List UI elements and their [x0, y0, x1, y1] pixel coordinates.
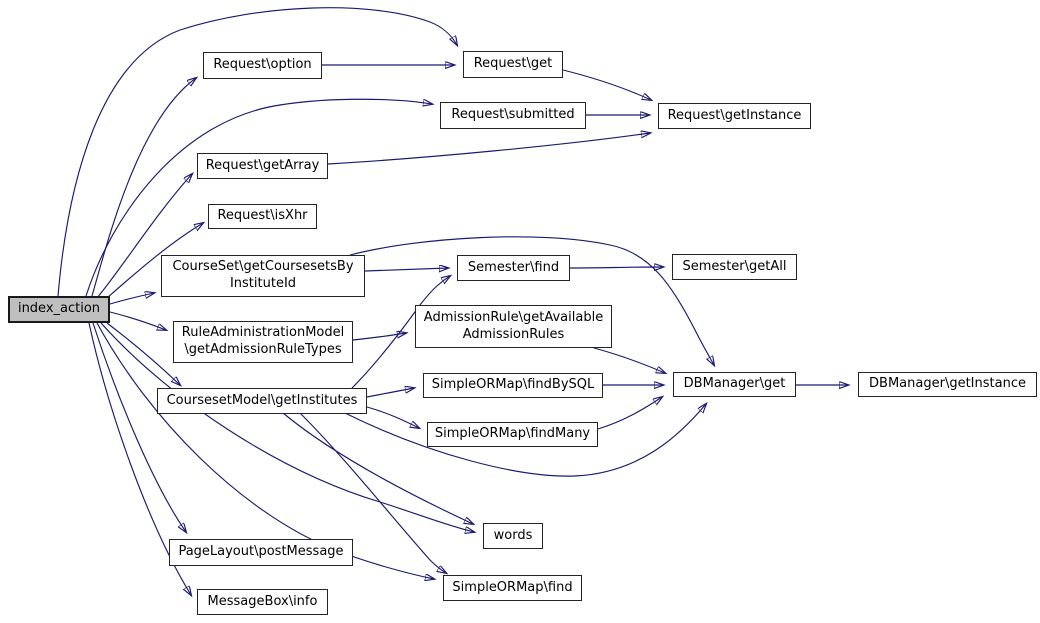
edge-coursesetmodel-getinstitutes-to-simpleormap-findbysql — [366, 388, 414, 398]
node-label: AdmissionRule\getAvailable — [423, 309, 604, 325]
edge-courseset-getcoursesetsbyinstituteid-to-semester-find — [364, 268, 448, 271]
node-ruleadministrationmodel-getadmissionruletypes[interactable]: RuleAdministrationModel\getAdmissionRule… — [173, 321, 353, 363]
node-label: PageLayout\postMessage — [178, 544, 344, 560]
node-request-submitted[interactable]: Request\submitted — [440, 102, 586, 129]
node-label: SimpleORMap\findBySQL — [431, 377, 595, 393]
edge-coursesetmodel-getinstitutes-to-simpleormap-find — [299, 412, 446, 573]
node-request-getarray[interactable]: Request\getArray — [197, 153, 328, 179]
node-label: DBManager\getInstance — [869, 376, 1026, 392]
node-label: RuleAdministrationModel — [181, 325, 345, 341]
edge-index-action-to-words — [100, 322, 474, 532]
node-label: Request\get — [473, 56, 553, 72]
edge-index-action-to-request-isxhr — [99, 223, 203, 305]
edge-index-action-to-coursesetmodel-getinstitutes — [106, 322, 180, 385]
edge-index-action-to-request-getarray — [96, 174, 192, 299]
node-request-isxhr[interactable]: Request\isXhr — [208, 204, 317, 229]
node-label: index_action — [17, 301, 101, 317]
edge-index-action-to-ruleadministrationmodel-getadmissionruletypes — [109, 311, 166, 330]
node-request-getinstance[interactable]: Request\getInstance — [658, 103, 811, 129]
node-index-action[interactable]: index_action — [8, 296, 110, 323]
node-label: Semester\find — [467, 259, 560, 275]
edge-ruleadministrationmodel-getadmissionruletypes-to-admissionrule-getavailableadmissionrules — [352, 333, 406, 341]
node-label: AdmissionRules — [462, 326, 565, 342]
node-label: Request\option — [213, 57, 312, 73]
node-label: SimpleORMap\find — [452, 579, 573, 595]
node-pagelayout-postmessage[interactable]: PageLayout\postMessage — [169, 539, 353, 566]
node-messagebox-info[interactable]: MessageBox\info — [197, 589, 328, 615]
edge-index-action-to-request-submitted — [85, 98, 432, 297]
edge-index-action-to-simpleormap-find — [96, 322, 434, 579]
edge-request-getarray-to-request-getinstance — [327, 133, 650, 165]
edge-index-action-to-request-get — [57, 7, 457, 297]
node-request-get[interactable]: Request\get — [463, 51, 563, 78]
edge-coursesetmodel-getinstitutes-to-words — [282, 412, 473, 524]
node-simpleormap-findmany[interactable]: SimpleORMap\findMany — [427, 422, 598, 447]
edge-index-action-to-courseset-getcoursesetsbyinstituteid — [109, 293, 154, 305]
node-label: CoursesetModel\getInstitutes — [166, 392, 358, 408]
node-words[interactable]: words — [483, 523, 543, 549]
node-label: Request\submitted — [451, 107, 575, 123]
node-coursesetmodel-getinstitutes[interactable]: CoursesetModel\getInstitutes — [157, 388, 367, 414]
node-dbmanager-getinstance[interactable]: DBManager\getInstance — [858, 372, 1037, 397]
edge-semester-find-to-semester-getall — [569, 267, 663, 268]
edge-admissionrule-getavailableadmissionrules-to-dbmanager-get — [593, 347, 665, 373]
node-label: CourseSet\getCoursesetsBy — [172, 259, 354, 275]
node-label: Semester\getAll — [682, 258, 787, 274]
node-label: InstituteId — [229, 276, 297, 291]
node-label: \getAdmissionRuleTypes — [184, 342, 342, 357]
node-dbmanager-get[interactable]: DBManager\get — [673, 372, 796, 397]
edge-coursesetmodel-getinstitutes-to-dbmanager-get — [344, 404, 706, 477]
node-label: DBManager\get — [683, 376, 786, 392]
edge-simpleormap-findmany-to-dbmanager-get — [597, 397, 662, 430]
node-label: words — [493, 527, 533, 543]
edge-coursesetmodel-getinstitutes-to-simpleormap-findmany — [366, 406, 419, 428]
node-label: MessageBox\info — [207, 593, 318, 609]
edge-index-action-to-pagelayout-postmessage — [92, 322, 186, 532]
node-simpleormap-findbysql[interactable]: SimpleORMap\findBySQL — [423, 373, 603, 398]
node-semester-find[interactable]: Semester\find — [457, 255, 570, 281]
edge-courseset-getcoursesetsbyinstituteid-to-dbmanager-get — [349, 236, 714, 365]
node-label: SimpleORMap\findMany — [434, 426, 591, 442]
node-simpleormap-find[interactable]: SimpleORMap\find — [443, 575, 582, 601]
node-label: Request\isXhr — [217, 208, 308, 224]
edge-request-get-to-request-getinstance — [562, 69, 651, 100]
node-label: Request\getArray — [205, 157, 320, 173]
node-label: Request\getInstance — [667, 107, 802, 123]
node-semester-getall[interactable]: Semester\getAll — [672, 254, 797, 280]
node-request-option[interactable]: Request\option — [203, 52, 322, 79]
edge-index-action-to-request-option — [91, 78, 196, 297]
